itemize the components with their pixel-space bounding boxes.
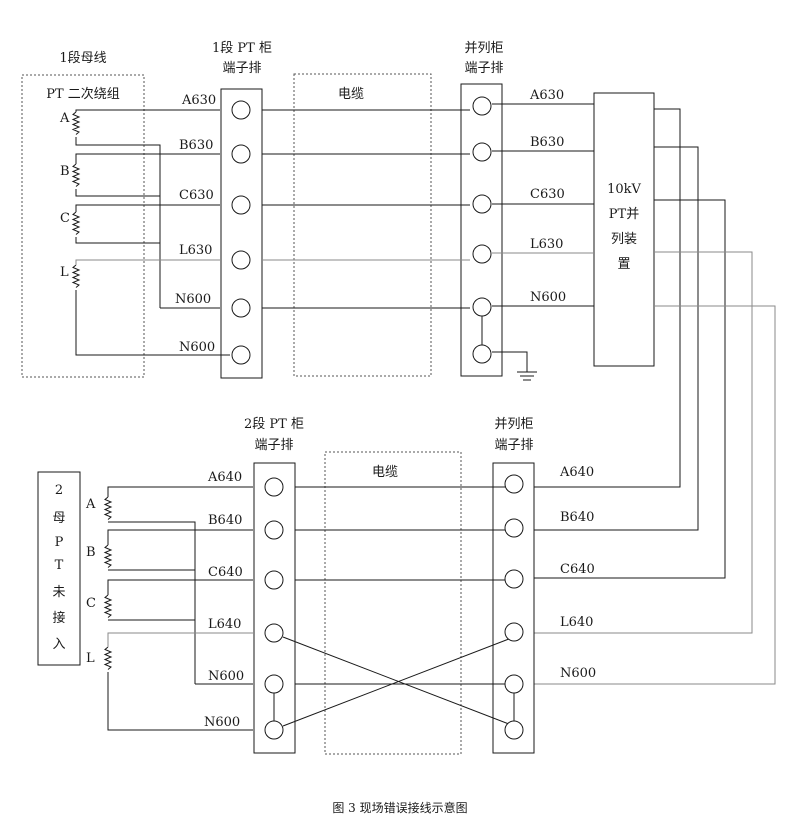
- pt1-cabinet-subtitle: 端子排: [222, 61, 261, 76]
- label-l640: L640: [208, 617, 241, 632]
- label-n600-b2: N600: [204, 715, 240, 730]
- box-char-2: 母: [52, 511, 65, 526]
- phase-c-label: C: [60, 211, 70, 226]
- pt1-cabinet-title: 1段 PT 柜: [212, 41, 272, 56]
- terminal-n600-right-b2: [504, 720, 524, 740]
- device-label-4: 置: [617, 257, 630, 272]
- phase-b-label: B: [60, 164, 70, 179]
- terminal-c630-right: [472, 194, 492, 214]
- terminal-n600-right: [472, 297, 492, 317]
- terminal-l630-right: [472, 244, 492, 264]
- bus1-winding-box: [21, 74, 145, 378]
- phase-b-label-bottom: B: [86, 545, 96, 560]
- device-label-3: 列装: [611, 232, 637, 247]
- phase-c-label-bottom: C: [86, 596, 96, 611]
- label-c630-right: C630: [530, 187, 565, 202]
- terminal-b630: [231, 144, 251, 164]
- terminal-a640-right: [504, 474, 524, 494]
- label-n600-1: N600: [175, 292, 211, 307]
- terminal-b640-right: [504, 518, 524, 538]
- pt2-cabinet-title: 2段 PT 柜: [244, 417, 304, 432]
- parallel1-subtitle: 端子排: [464, 61, 503, 76]
- parallel2-terminals: [504, 474, 524, 740]
- box-char-5: 未: [52, 585, 65, 600]
- label-n600-2: N600: [179, 340, 215, 355]
- box-char-3: P: [55, 535, 64, 550]
- cable2-box: [324, 451, 462, 755]
- label-l630-right: L630: [530, 237, 563, 252]
- parallel2-terminal-block: [492, 462, 535, 754]
- label-b640-right: B640: [560, 510, 594, 525]
- pt1-terminals: [231, 100, 251, 365]
- parallel2-title: 并列柜: [494, 417, 533, 432]
- pt1-terminal-block: [220, 88, 263, 379]
- label-n600-b1: N600: [208, 669, 244, 684]
- label-b630-right: B630: [530, 135, 564, 150]
- label-c640-right: C640: [560, 562, 595, 577]
- label-a630: A630: [181, 93, 216, 108]
- label-a640: A640: [207, 470, 242, 485]
- cable1-box: [293, 73, 432, 377]
- terminal-n600-right-b: [504, 674, 524, 694]
- label-l640-right: L640: [560, 615, 593, 630]
- terminal-n600-1: [231, 298, 251, 318]
- box-char-4: T: [55, 558, 64, 573]
- terminal-c630: [231, 195, 251, 215]
- device-feeders-thin: [534, 251, 776, 685]
- terminal-n600-b1: [264, 674, 284, 694]
- parallel2-subtitle: 端子排: [494, 438, 533, 453]
- phase-a-label: A: [59, 111, 70, 126]
- cable1-label: 电缆: [338, 86, 364, 102]
- device-label-1: 10kV: [607, 182, 641, 197]
- terminal-a640: [264, 477, 284, 497]
- label-c640: C640: [208, 565, 243, 580]
- terminal-c640-right: [504, 569, 524, 589]
- terminal-l630: [231, 250, 251, 270]
- terminal-b630-right: [472, 142, 492, 162]
- label-c630: C630: [179, 188, 214, 203]
- terminal-b640: [264, 520, 284, 540]
- terminal-n600-2: [231, 345, 251, 365]
- terminal-ground-right: [472, 344, 492, 364]
- terminal-a630: [231, 100, 251, 120]
- top-wiring: [75, 103, 594, 381]
- parallel1-terminal-block: [460, 83, 503, 377]
- parallel1-terminals: [472, 96, 492, 364]
- figure-caption: 图 3 现场错误接线示意图: [332, 800, 467, 815]
- bus2-pt-box: [37, 471, 81, 666]
- label-a630-right: A630: [529, 88, 564, 103]
- top-l-wiring: [75, 252, 594, 265]
- parallel1-title: 并列柜: [464, 41, 503, 56]
- phase-l-label: L: [60, 265, 69, 280]
- pt2-terminal-block: [253, 462, 296, 754]
- terminal-a630-right: [472, 96, 492, 116]
- label-b630: B630: [179, 138, 213, 153]
- phase-l-label-bottom: L: [86, 651, 95, 666]
- cable2-label: 电缆: [372, 464, 398, 480]
- box-char-1: 2: [55, 483, 63, 498]
- terminal-l640: [264, 623, 284, 643]
- bottom-wiring: [107, 486, 515, 731]
- bottom-l-wiring: [107, 632, 253, 647]
- label-a640-right: A640: [559, 465, 594, 480]
- bus1-title: 1段母线: [59, 51, 106, 66]
- pt2-terminals: [264, 477, 284, 740]
- label-l630: L630: [179, 243, 212, 258]
- terminal-n600-b2: [264, 720, 284, 740]
- pt-parallel-device: [593, 92, 655, 367]
- box-char-6: 接: [52, 610, 65, 626]
- device-feeders: [534, 108, 726, 579]
- terminal-c640: [264, 570, 284, 590]
- label-n600-right: N600: [530, 290, 566, 305]
- winding-title: PT 二次绕组: [46, 86, 120, 102]
- device-label-2: PT并: [609, 207, 639, 222]
- label-n600-right-b: N600: [560, 666, 596, 681]
- phase-a-label-bottom: A: [85, 497, 96, 512]
- box-char-7: 入: [52, 637, 65, 652]
- terminal-l640-right: [504, 622, 524, 642]
- label-b640: B640: [208, 513, 242, 528]
- pt2-cabinet-subtitle: 端子排: [254, 438, 293, 453]
